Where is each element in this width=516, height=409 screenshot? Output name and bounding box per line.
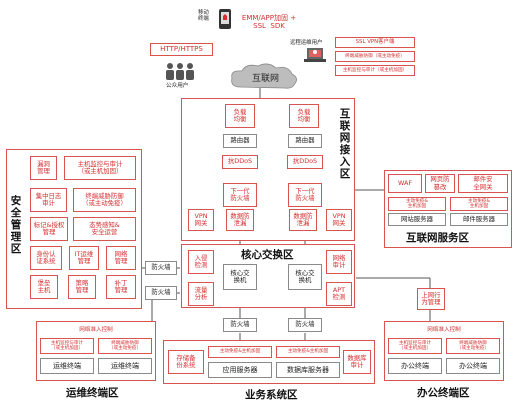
core-switch-left: 核心交 换机 xyxy=(223,264,257,290)
ops-terminal-left: 运维终端 xyxy=(40,358,94,374)
ops-threat-box: 终端威胁防御 （或主动免疫） xyxy=(98,338,152,354)
users-icon xyxy=(163,62,197,80)
waf-box: WAF xyxy=(388,174,422,193)
sec-item-patch-mgmt: 补丁 管理 xyxy=(106,275,136,299)
app-immune-box: 主动免疫&主机加固 xyxy=(208,346,272,358)
db-server-box: 数据库服务器 xyxy=(276,362,340,378)
storage-backup-box: 存储备 份系统 xyxy=(168,350,204,374)
dlp-right: 数据防 泄漏 xyxy=(289,209,317,231)
internet-service-title: 互联网服务区 xyxy=(406,232,469,244)
remote-threat-box: 终端威胁防御（或主动免疫） xyxy=(335,51,415,62)
remote-host-monitor-box: 主机监控与审计（或主机加固） xyxy=(335,65,415,76)
internet-label: 互联网 xyxy=(252,74,280,84)
phone-icon xyxy=(218,8,232,30)
anti-ddos-right: 抗DDoS xyxy=(287,155,323,169)
ngfw-right: 下一代 防火墙 xyxy=(288,183,322,207)
ops-terminal-title: 运维终端区 xyxy=(66,387,119,399)
ops-nac-box: 网络准入控制 xyxy=(40,325,152,336)
sec-item-it-ops: IT运维 管理 xyxy=(69,246,99,270)
office-terminal-right: 办公终端 xyxy=(446,358,500,374)
business-zone-title: 业务系统区 xyxy=(245,389,298,401)
ops-terminal-right: 运维终端 xyxy=(98,358,152,374)
office-terminal-left: 办公终端 xyxy=(388,358,442,374)
sec-item-situation-awareness: 态势感知& 安全运营 xyxy=(73,217,136,241)
sec-item-network-mgmt: 网络 管理 xyxy=(106,246,136,270)
sec-item-identity-auth: 身份认 证系统 xyxy=(30,246,62,270)
office-threat-box: 终端威胁防御 （或主动免疫） xyxy=(446,338,500,354)
anti-tamper-box: 网页防 篡改 xyxy=(425,174,455,193)
office-host-monitor-box: 主机监控与审计 （或主机加固） xyxy=(388,338,442,354)
firewall-left-lower: 防火墙 xyxy=(145,286,177,300)
remote-ops-label: 远程运维用户 xyxy=(290,40,323,46)
load-balancer-right: 负载 均衡 xyxy=(289,104,319,128)
web-server-box: 网站服务器 xyxy=(388,213,446,226)
firewall-business-left: 防火墙 xyxy=(223,318,257,332)
network-audit-box: 网络 审计 xyxy=(326,250,352,274)
behavior-mgmt-box: 上网行 为管理 xyxy=(417,288,445,310)
mail-gateway-box: 邮件安 全网关 xyxy=(458,174,508,193)
router-left: 路由器 xyxy=(223,134,257,148)
db-immune-box: 主动免疫&主机加固 xyxy=(276,346,340,358)
apt-detect-box: APT 检测 xyxy=(326,282,352,306)
app-server-box: 应用服务器 xyxy=(208,362,272,378)
traffic-analysis-box: 流量 分析 xyxy=(188,282,214,306)
dlp-left: 数据防 泄漏 xyxy=(226,209,254,231)
internet-cloud xyxy=(228,62,300,90)
sec-item-host-monitor: 主机监控与审计 （或主机加固） xyxy=(64,156,136,180)
sec-item-bastion-host: 堡垒 主机 xyxy=(30,275,58,299)
public-users-label: 公众用户 xyxy=(166,83,189,89)
db-audit-box: 数据库 审计 xyxy=(343,350,371,374)
laptop-icon xyxy=(303,46,327,66)
ngfw-left: 下一代 防火墙 xyxy=(223,183,257,207)
internet-access-title: 互联网接入区 xyxy=(339,108,351,180)
http-https-box: HTTP/HTTPS xyxy=(150,43,213,56)
office-terminal-title: 办公终端区 xyxy=(417,387,470,399)
vpn-gateway-right: VPN 网关 xyxy=(326,209,352,231)
load-balancer-left: 负载 均衡 xyxy=(225,104,255,128)
firewall-business-right: 防火墙 xyxy=(288,318,322,332)
sec-item-label-auth: 标记&授权 管理 xyxy=(30,217,68,241)
ssl-vpn-client-box: SSL VPN客户端 xyxy=(335,37,415,48)
mail-server-box: 邮件服务器 xyxy=(450,213,508,226)
vpn-gateway-left: VPN 网关 xyxy=(188,209,214,231)
core-switch-title: 核心交换区 xyxy=(241,249,294,261)
office-nac-box: 网络准入控制 xyxy=(388,325,500,336)
security-mgmt-title: 安全管理区 xyxy=(10,195,22,255)
mail-host-immune-box: 主动免疫& 主机加固 xyxy=(450,197,508,211)
sec-item-log-audit: 集中日志 审计 xyxy=(30,188,67,212)
sec-item-policy-mgmt: 策略 管理 xyxy=(68,275,96,299)
mobile-terminal-label: 移动 终端 xyxy=(198,10,209,22)
sec-item-vuln-mgmt: 漏洞 管理 xyxy=(30,156,57,180)
ids-box: 入侵 检测 xyxy=(188,250,214,274)
web-host-immune-box: 主动免疫& 主机加固 xyxy=(388,197,446,211)
anti-ddos-left: 抗DDoS xyxy=(222,155,258,169)
ops-host-monitor-box: 主机监控与审计 （或主机加固） xyxy=(40,338,94,354)
core-switch-right: 核心交 换机 xyxy=(288,264,322,290)
emm-sdk-box: EMM/APP加固 + SSL SDK xyxy=(236,10,302,34)
sec-item-terminal-threat: 终端威胁防御 （或主动免疫） xyxy=(73,188,136,212)
router-right: 路由器 xyxy=(288,134,322,148)
firewall-left-upper: 防火墙 xyxy=(145,261,177,275)
